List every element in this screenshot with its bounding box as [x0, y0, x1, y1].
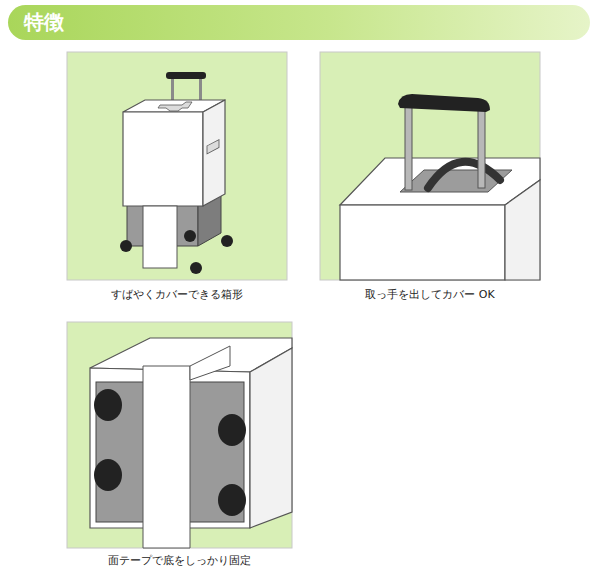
- header-bar: 特徴: [8, 5, 590, 40]
- panel-caption: 面テープで底をしっかり固定: [63, 554, 296, 568]
- panel-box-illustration: [67, 52, 287, 280]
- panel-caption: 取っ手を出してカバー OK: [316, 288, 544, 302]
- panel-caption: すばやくカバーできる箱形: [63, 288, 291, 302]
- panel-handle-illustration: [320, 52, 540, 280]
- feature-panel: 取っ手を出してカバー OK: [316, 52, 544, 302]
- feature-panel: 面テープで底をしっかり固定: [63, 322, 296, 568]
- feature-panel: すばやくカバーできる箱形: [63, 52, 291, 302]
- title-text: 特徴: [24, 10, 64, 34]
- panel-bottom-illustration: [67, 322, 292, 548]
